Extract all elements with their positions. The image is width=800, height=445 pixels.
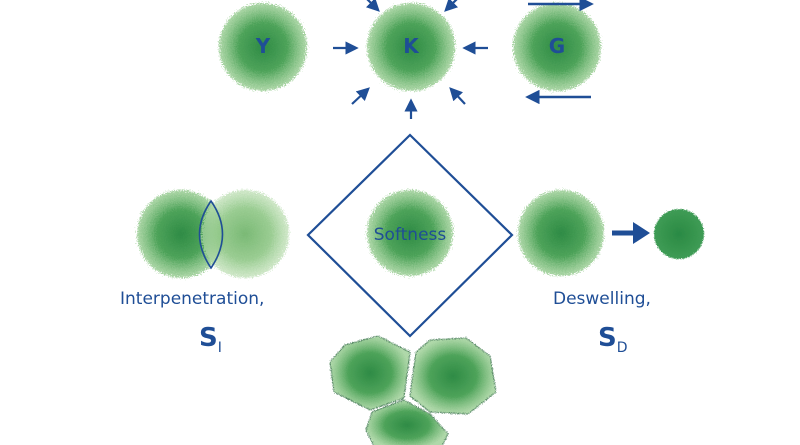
arrow-bottom-left-icon bbox=[351, 87, 370, 105]
compressed-microgel-bottom-icon bbox=[365, 399, 449, 445]
microgel-y-icon bbox=[219, 3, 307, 91]
label-interpenetration: Interpenetration, bbox=[120, 289, 265, 309]
label-g: G bbox=[548, 34, 566, 58]
symbol-deswelling: SD bbox=[598, 323, 628, 356]
arrow-bottom-right-icon bbox=[449, 87, 466, 105]
collapsed-microgel-icon bbox=[654, 209, 704, 259]
label-deswelling: Deswelling, bbox=[553, 289, 651, 309]
shear-arrows bbox=[525, 0, 594, 105]
label-k: K bbox=[403, 34, 419, 58]
microgel-softness-icon bbox=[367, 190, 453, 276]
microgel-g-icon bbox=[513, 3, 601, 91]
microgel-k-icon bbox=[367, 3, 455, 91]
compressed-microgel-left-icon bbox=[329, 335, 411, 411]
label-y: Y bbox=[255, 34, 271, 58]
microgel-interpenetration-left-icon bbox=[137, 190, 225, 278]
overlap-lens-icon bbox=[198, 199, 224, 270]
microgel-interpenetration-right-icon bbox=[201, 190, 289, 278]
symbol-interpenetration: SI bbox=[199, 323, 222, 356]
arrow-top-left-icon bbox=[365, 0, 380, 12]
arrow-top-right-icon bbox=[444, 0, 459, 12]
compressed-microgels bbox=[329, 335, 497, 445]
symbol-deswelling-main: S bbox=[598, 323, 617, 353]
compressed-microgel-right-icon bbox=[409, 337, 497, 415]
microgel-swollen-icon bbox=[518, 190, 604, 276]
deswelling-arrow-icon bbox=[612, 222, 650, 244]
symbol-interpenetration-sub: I bbox=[217, 340, 222, 357]
symbol-interpenetration-main: S bbox=[199, 323, 218, 353]
label-softness: Softness bbox=[373, 225, 447, 245]
diamond-icon bbox=[306, 133, 514, 338]
compression-arrows bbox=[333, 0, 488, 119]
symbol-deswelling-sub: D bbox=[616, 340, 628, 357]
